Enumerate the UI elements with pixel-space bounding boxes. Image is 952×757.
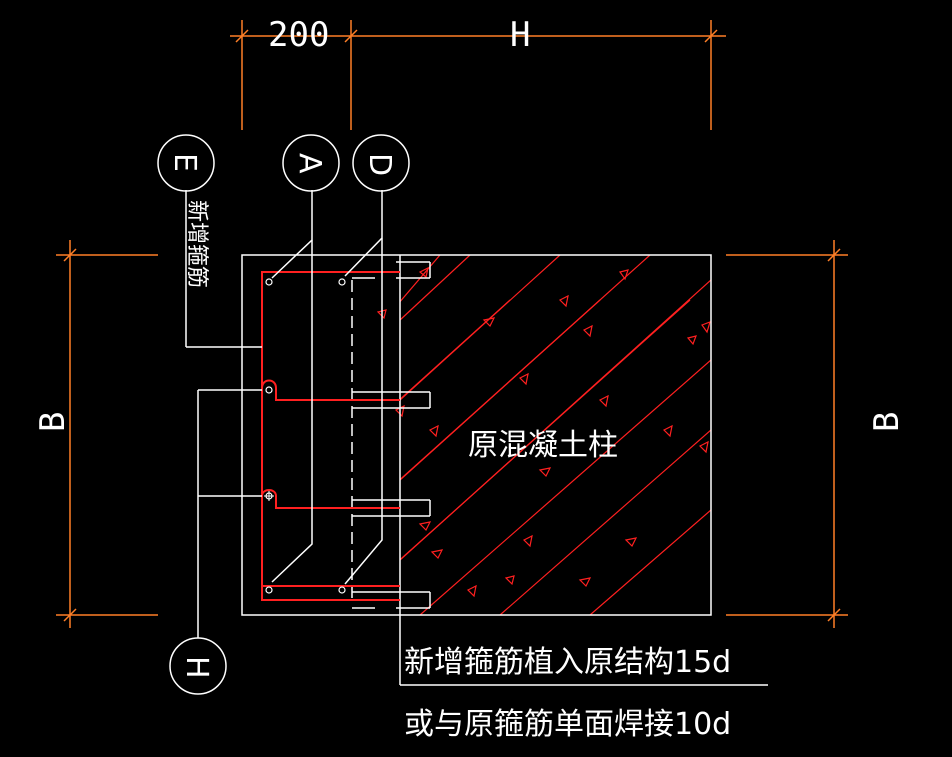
new-stirrup-label: 新增箍筋 [184, 200, 209, 288]
bubble-d: D [352, 134, 410, 192]
bubble-a: A [282, 134, 340, 192]
rebar-dots [265, 278, 346, 594]
bubble-e: E [157, 134, 215, 192]
original-column-label: 原混凝土柱 [468, 428, 618, 463]
bubble-h-label: H [179, 656, 214, 679]
anchor-bars [352, 261, 431, 609]
leader-lines [185, 190, 383, 638]
note-line-1: 新增箍筋植入原结构15d [404, 645, 731, 680]
dim-label-b-right: B [867, 412, 907, 432]
right-dimension [726, 240, 848, 628]
dim-label-b-left: B [33, 412, 73, 432]
bubble-h: H [169, 637, 227, 695]
note-line-2: 或与原箍筋单面焊接10d [404, 707, 731, 742]
left-dimension [56, 240, 158, 628]
top-dimension [230, 20, 726, 130]
dim-label-h: H [510, 15, 530, 55]
bubble-e-label: E [167, 153, 202, 172]
bubble-a-label: A [292, 153, 327, 174]
new-stirrup [261, 271, 400, 601]
bubble-d-label: D [362, 153, 397, 176]
cross-marker [264, 491, 274, 501]
dim-label-200: 200 [268, 15, 329, 55]
concrete-aggregate [376, 266, 711, 598]
column-hatch [400, 255, 711, 615]
column-outline [241, 254, 768, 686]
